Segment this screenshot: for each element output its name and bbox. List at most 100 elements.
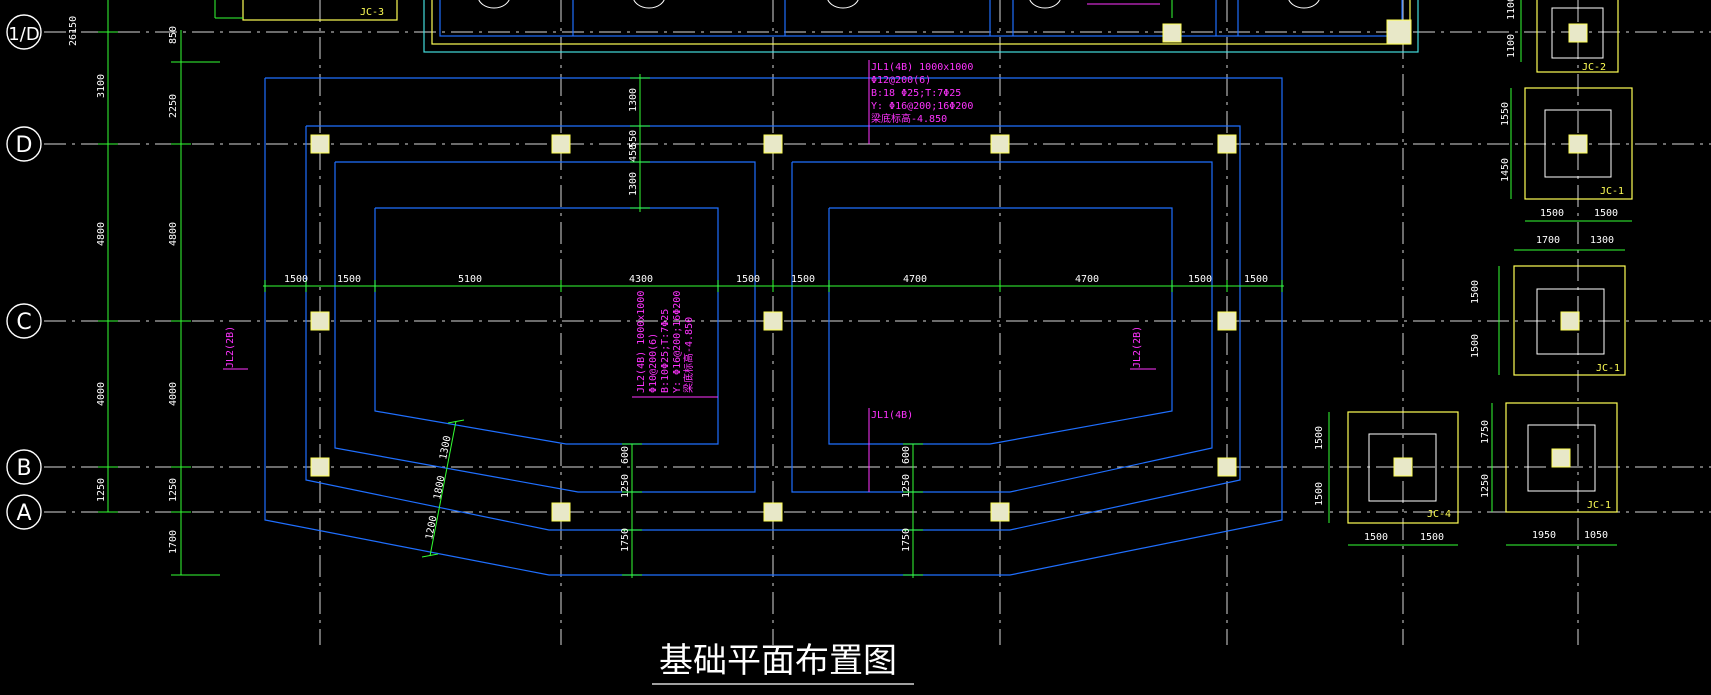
column <box>990 134 1010 154</box>
dim-h-0: 1500 <box>284 274 308 285</box>
jc1a-tag: JC-1 <box>1600 186 1624 197</box>
dim-rb-1: 1250 <box>901 474 912 498</box>
jc1c-h0: 1950 <box>1532 530 1556 541</box>
dim-lb-2: 1750 <box>620 528 631 552</box>
dim-diag-0: 1300 <box>438 435 453 461</box>
beam-low-label: JL1(4B) <box>871 410 913 421</box>
dim-lb-0: 600 <box>620 446 631 464</box>
column <box>310 134 330 154</box>
beam-mid-line-1: Φ10@200(6) <box>648 333 659 393</box>
dim-inner-5: 1700 <box>168 530 179 554</box>
dim-inner-3: 4000 <box>168 382 179 406</box>
column <box>1217 311 1237 331</box>
beam-top-line-0: JL1(4B) 1000x1000 <box>871 62 973 73</box>
column <box>990 502 1010 522</box>
jc1b-h0: 1700 <box>1536 235 1560 246</box>
left-dimension-texts: 26150 3100 4800 4000 1250 850 2250 4800 … <box>68 16 179 554</box>
jc1a-h0: 1500 <box>1540 208 1564 219</box>
dim-outer-3: 4000 <box>96 382 107 406</box>
dim-h-9: 1500 <box>1244 274 1268 285</box>
dim-inner-1: 2250 <box>168 94 179 118</box>
beam-top-line-4: 梁底标高-4.850 <box>871 112 947 125</box>
dim-h-2: 5100 <box>458 274 482 285</box>
jc4-h1: 1500 <box>1420 532 1444 543</box>
columns <box>310 134 1237 522</box>
beam-top-line-1: Φ12@200(6) <box>871 75 931 86</box>
footing-jc1-c: 1750 1250 1950 1050 JC-1 <box>1480 402 1618 546</box>
jc4-tag: JC-4 <box>1427 509 1451 520</box>
grid-label-1d: 1/D <box>8 24 39 45</box>
dim-outer-0: 26150 <box>68 16 79 46</box>
jc2-dim-1: 1100 <box>1506 34 1517 58</box>
grid-bubbles: 1/D D C B A <box>6 14 42 530</box>
top-structures: JC-3 <box>215 0 1419 53</box>
dim-top-2: 550 <box>628 130 639 148</box>
jc2-dim-0: 1100 <box>1506 0 1517 20</box>
dim-top-3: 1300 <box>628 172 639 196</box>
jc1b-tag: JC-1 <box>1596 363 1620 374</box>
jc1c-v1: 1250 <box>1480 474 1491 498</box>
jc1a-v0: 1550 <box>1500 102 1511 126</box>
dim-h-4: 1500 <box>736 274 760 285</box>
grid-label-b: B <box>16 456 31 481</box>
dim-inner-0: 850 <box>168 26 179 44</box>
dim-outer-4: 1250 <box>96 478 107 502</box>
jc1b-h1: 1300 <box>1590 235 1614 246</box>
dim-h-7: 4700 <box>1075 274 1099 285</box>
beam-top-line-2: B:18 Φ25;T:7Φ25 <box>871 88 961 99</box>
beam-mid-line-2: B:10Φ25;T:7Φ25 <box>660 309 671 393</box>
beam-mid-line-3: Y: Φ16@200;16Φ200 <box>672 291 683 393</box>
dim-lb-1: 1250 <box>620 474 631 498</box>
dim-outer-1: 3100 <box>96 74 107 98</box>
dim-inner-4: 1250 <box>168 478 179 502</box>
jc1c-v0: 1750 <box>1480 420 1491 444</box>
jc1b-v0: 1500 <box>1470 280 1481 304</box>
jc2-tag: JC-2 <box>1582 62 1606 73</box>
jc1c-h1: 1050 <box>1584 530 1608 541</box>
footing-jc1-b: 1500 1500 1700 1300 JC-1 <box>1470 235 1626 376</box>
dim-diag-2: 1200 <box>424 515 439 541</box>
column <box>310 311 330 331</box>
left-beam-tag: JL2(2B) <box>225 326 236 368</box>
column <box>763 134 783 154</box>
dim-top-0: 1300 <box>628 88 639 112</box>
column <box>551 502 571 522</box>
right-beam-tag: JL2(2B) <box>1132 326 1143 368</box>
dim-h-6: 4700 <box>903 274 927 285</box>
jc3-tag: JC-3 <box>360 7 384 18</box>
column <box>551 134 571 154</box>
center-dimension-lines <box>263 74 1284 578</box>
center-dimension-texts: 1500 1500 5100 4300 1500 1500 4700 4700 … <box>284 88 1268 552</box>
column <box>1217 457 1237 477</box>
jc1a-h1: 1500 <box>1594 208 1618 219</box>
grid-label-c: C <box>16 310 31 335</box>
dim-h-8: 1500 <box>1188 274 1212 285</box>
grid-label-d: D <box>16 133 33 158</box>
dim-h-1: 1500 <box>337 274 361 285</box>
footing-jc1-a: 1550 1450 1500 1500 JC-1 <box>1500 87 1633 222</box>
jc1a-v1: 1450 <box>1500 158 1511 182</box>
column <box>763 502 783 522</box>
footing-jc4: 1500 1500 1500 1500 JC-4 <box>1314 411 1459 546</box>
beam-top-line-3: Y: Φ16@200;16Φ200 <box>871 101 973 112</box>
beam-mid-line-4: 梁底标高-4.850 <box>682 317 695 393</box>
dim-rb-0: 600 <box>901 446 912 464</box>
jc1b-v1: 1500 <box>1470 334 1481 358</box>
dim-h-5: 1500 <box>791 274 815 285</box>
dim-inner-2: 4800 <box>168 222 179 246</box>
beam-mid-line-0: JL2(4B) 1000x1000 <box>636 291 647 393</box>
jc4-v0: 1500 <box>1314 426 1325 450</box>
jc4-v1: 1500 <box>1314 482 1325 506</box>
grid-label-a: A <box>16 501 31 526</box>
column <box>1217 134 1237 154</box>
dim-diag-1: 1800 <box>432 475 447 501</box>
beam-annotations: JL1(4B) 1000x1000 Φ12@200(6) B:18 Φ25;T:… <box>223 60 1156 492</box>
dim-h-3: 4300 <box>629 274 653 285</box>
column <box>763 311 783 331</box>
footing-jc2: 1100 1100 JC-2 <box>1506 0 1619 73</box>
drawing-title: 基础平面布置图 <box>659 641 897 681</box>
left-dimension-chains <box>98 0 220 576</box>
jc1c-tag: JC-1 <box>1587 500 1611 511</box>
dim-top-1: 450 <box>628 144 639 162</box>
